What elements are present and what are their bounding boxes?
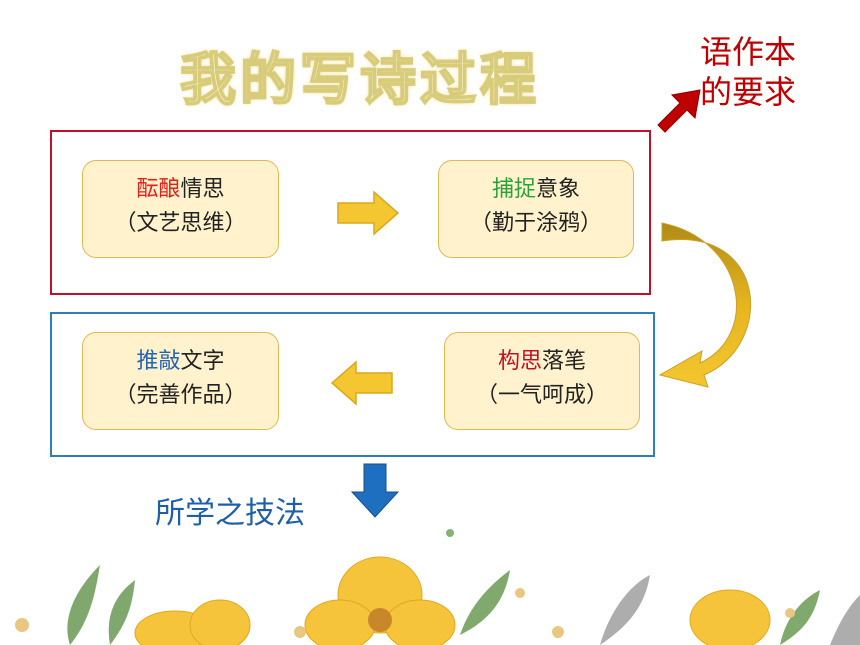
step-brew-emotion: 酝酿情思 （文艺思维） [82,160,279,258]
step-1-highlight: 酝酿 [136,177,181,202]
step-refine-words: 推敲文字 （完善作品） [82,332,279,430]
step-1-sub: （文艺思维） [114,211,247,236]
floral-decoration [15,529,860,645]
step-4-highlight: 推敲 [136,349,181,374]
step-3-sub: （一气呵成） [475,383,608,408]
requirement-note: 语作本 的要求 [700,32,830,112]
arrow-left-icon [330,360,393,406]
requirement-line2: 的要求 [700,73,797,111]
step-capture-imagery: 捕捉意象 （勤于涂鸦） [438,160,634,258]
step-2-sub: （勤于涂鸦） [469,211,602,236]
red-frame [50,130,651,295]
arrow-right-icon [337,190,400,236]
step-1-rest: 情思 [180,177,225,202]
page-title: 我的写诗过程 [179,47,540,114]
arrow-up-right-icon [657,89,701,133]
step-compose: 构思落笔 （一气呵成） [444,332,640,430]
requirement-line1: 语作本 [700,33,797,71]
blue-frame [50,312,655,457]
step-3-highlight: 构思 [497,349,542,374]
step-3-rest: 落笔 [542,349,587,374]
skill-label: 所学之技法 [155,496,305,531]
step-2-highlight: 捕捉 [491,177,536,202]
arrow-down-icon [350,463,400,518]
step-4-rest: 文字 [180,349,225,374]
curved-arrow-icon [658,222,752,388]
step-2-rest: 意象 [536,177,581,202]
step-4-sub: （完善作品） [114,383,247,408]
